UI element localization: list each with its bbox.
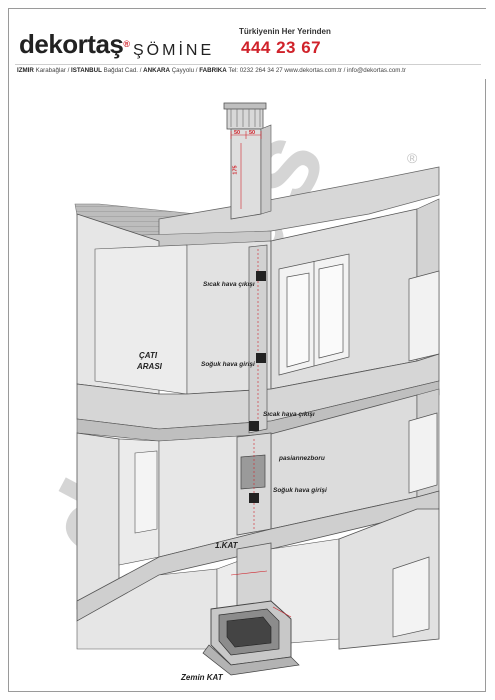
logo-subtitle: ŞÖMİNE bbox=[133, 42, 215, 59]
label-cold-air-upper: Soğuk hava girişi bbox=[201, 361, 255, 368]
address-location: Çayyolu / bbox=[171, 67, 198, 74]
vent-hot-lower bbox=[249, 421, 259, 431]
first-floor-window bbox=[408, 412, 438, 494]
first-floor-door bbox=[134, 450, 158, 534]
chimney-cap-slats bbox=[230, 109, 261, 127]
dimension-height: 175 bbox=[232, 165, 239, 175]
vent-cold-upper bbox=[256, 353, 266, 363]
house-cutaway-diagram: dekortas ® bbox=[20, 102, 440, 676]
address-city: İSTANBUL bbox=[71, 67, 102, 74]
address-location: Bağdat Cad. / bbox=[103, 67, 142, 74]
fireplace-dimension-lines bbox=[230, 570, 292, 618]
floor-label-first: 1.KAT bbox=[215, 541, 238, 550]
floor-label-ground: Zemin KAT bbox=[181, 673, 223, 682]
address-city: FABRİKA bbox=[199, 67, 227, 74]
fireplace-hearth bbox=[202, 644, 300, 676]
chimney-cap bbox=[226, 106, 264, 130]
logo-text: dekortaş bbox=[19, 29, 124, 59]
dimension-width-1: 50 bbox=[234, 130, 241, 136]
logo-registered-mark: ® bbox=[123, 39, 130, 49]
floor-label-attic-2: ARASI bbox=[137, 362, 162, 371]
upper-window bbox=[278, 253, 350, 376]
dimension-lines bbox=[230, 131, 262, 209]
watermark-reg-mark: ® bbox=[407, 150, 418, 166]
fireplace-firebox bbox=[226, 616, 272, 648]
phone-label: Türkiyenin Her Yerinden bbox=[239, 27, 331, 36]
upper-right-window bbox=[408, 270, 440, 362]
attic-back-wall bbox=[94, 244, 188, 395]
label-hot-air-lower: Sıcak hava çıkışı bbox=[263, 411, 315, 418]
address-line: İZMİR Karabağlar / İSTANBUL Bağdat Cad. … bbox=[17, 67, 482, 74]
page-frame: dekortas ® bbox=[8, 8, 487, 692]
header: dekortaş® ŞÖMİNE Türkiyenin Her Yerinden… bbox=[9, 9, 487, 79]
address-contact: Tel: 0232 264 34 27 www.dekortas.com.tr … bbox=[228, 67, 406, 74]
dimension-width-2: 50 bbox=[249, 130, 256, 136]
label-cold-air-lower: Soğuk hava girişi bbox=[273, 487, 327, 494]
phone-number[interactable]: 444 23 67 bbox=[241, 38, 322, 57]
header-divider bbox=[15, 64, 481, 65]
address-city: ANKARA bbox=[143, 67, 170, 74]
address-city: İZMİR bbox=[17, 67, 34, 74]
vent-hot-upper bbox=[256, 271, 266, 281]
label-insulation-pipe: pasiannezboru bbox=[279, 455, 325, 462]
brand-logo: dekortaş® bbox=[19, 31, 130, 57]
ground-window bbox=[392, 556, 430, 638]
floor-label-attic-1: ÇATI bbox=[139, 351, 158, 360]
vent-cold-lower bbox=[249, 493, 259, 503]
address-location: Karabağlar / bbox=[35, 67, 70, 74]
label-hot-air-upper: Sıcak hava çıkışı bbox=[203, 281, 255, 288]
insulated-pipe bbox=[240, 454, 266, 490]
